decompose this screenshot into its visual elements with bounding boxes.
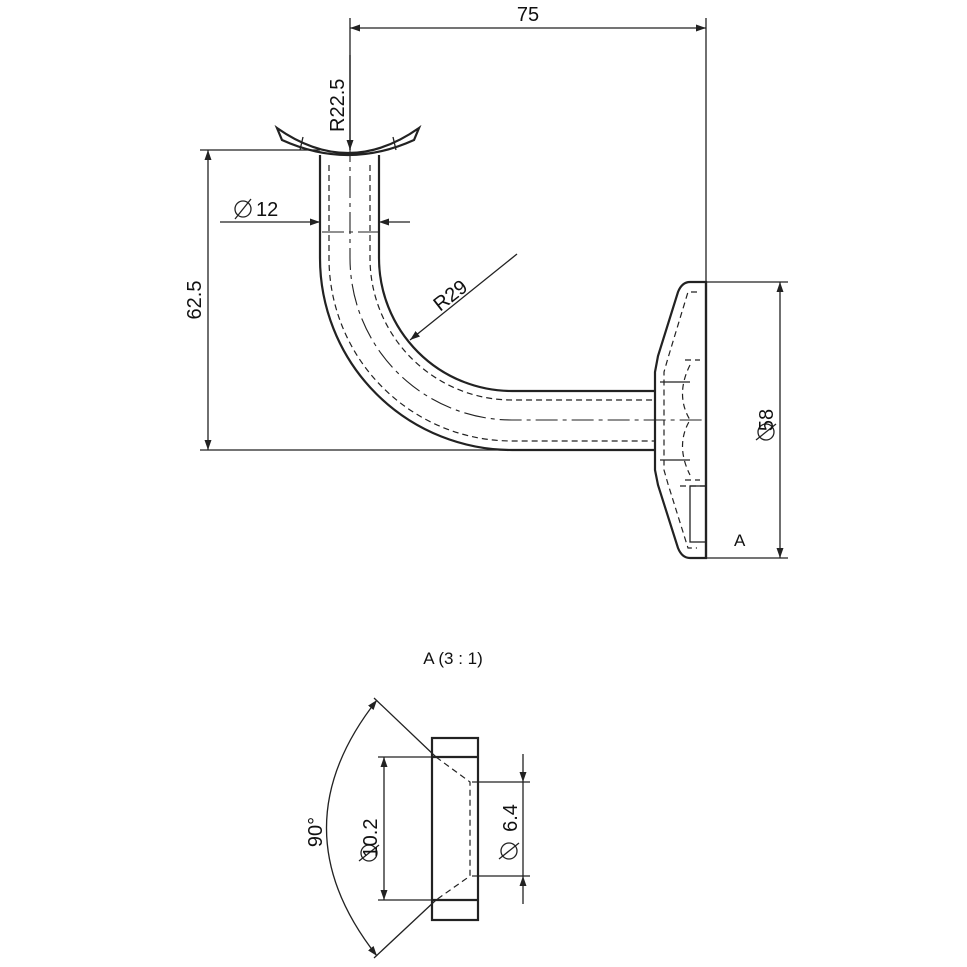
- dim-inner-diameter: 6.4: [478, 754, 530, 904]
- dim-width-label: 75: [517, 4, 539, 26]
- diameter-icon: [498, 842, 520, 860]
- dim-outer-diameter: 10.2: [358, 756, 436, 901]
- detail-title: A (3 : 1): [423, 649, 483, 668]
- flange-plate: [653, 280, 708, 560]
- dim-inner-diameter-label: 6.4: [500, 804, 522, 832]
- dim-bend-radius: R29: [409, 253, 518, 341]
- dim-bend-radius-label: R29: [430, 276, 472, 316]
- dim-width-75: 75: [349, 4, 707, 282]
- dim-angle-label: 90°: [305, 817, 327, 847]
- dim-outer-diameter-label: 10.2: [360, 819, 382, 858]
- diameter-icon: [234, 198, 252, 220]
- main-view: 75 R22.5 12 R29 62.5: [184, 4, 788, 560]
- dim-angle-90: 90°: [305, 697, 437, 959]
- countersink-part: [430, 736, 480, 922]
- dim-flange-diameter-label: 58: [756, 409, 778, 431]
- dim-tube-diameter-label: 12: [256, 199, 278, 221]
- saddle-plate: [274, 124, 422, 157]
- tube: [318, 140, 705, 452]
- diameter-icon: [358, 844, 380, 862]
- dim-flange-diameter: 58: [706, 281, 788, 559]
- dim-height-62-5: 62.5: [184, 149, 512, 451]
- dim-height-label: 62.5: [184, 281, 206, 320]
- dim-saddle-radius: R22.5: [327, 55, 354, 150]
- dim-tube-diameter: 12: [220, 198, 410, 226]
- dim-saddle-radius-label: R22.5: [327, 79, 349, 132]
- diameter-icon: [755, 423, 777, 441]
- view-label: A: [734, 531, 746, 550]
- detail-view: A (3 : 1) 90° 10.2: [305, 649, 530, 959]
